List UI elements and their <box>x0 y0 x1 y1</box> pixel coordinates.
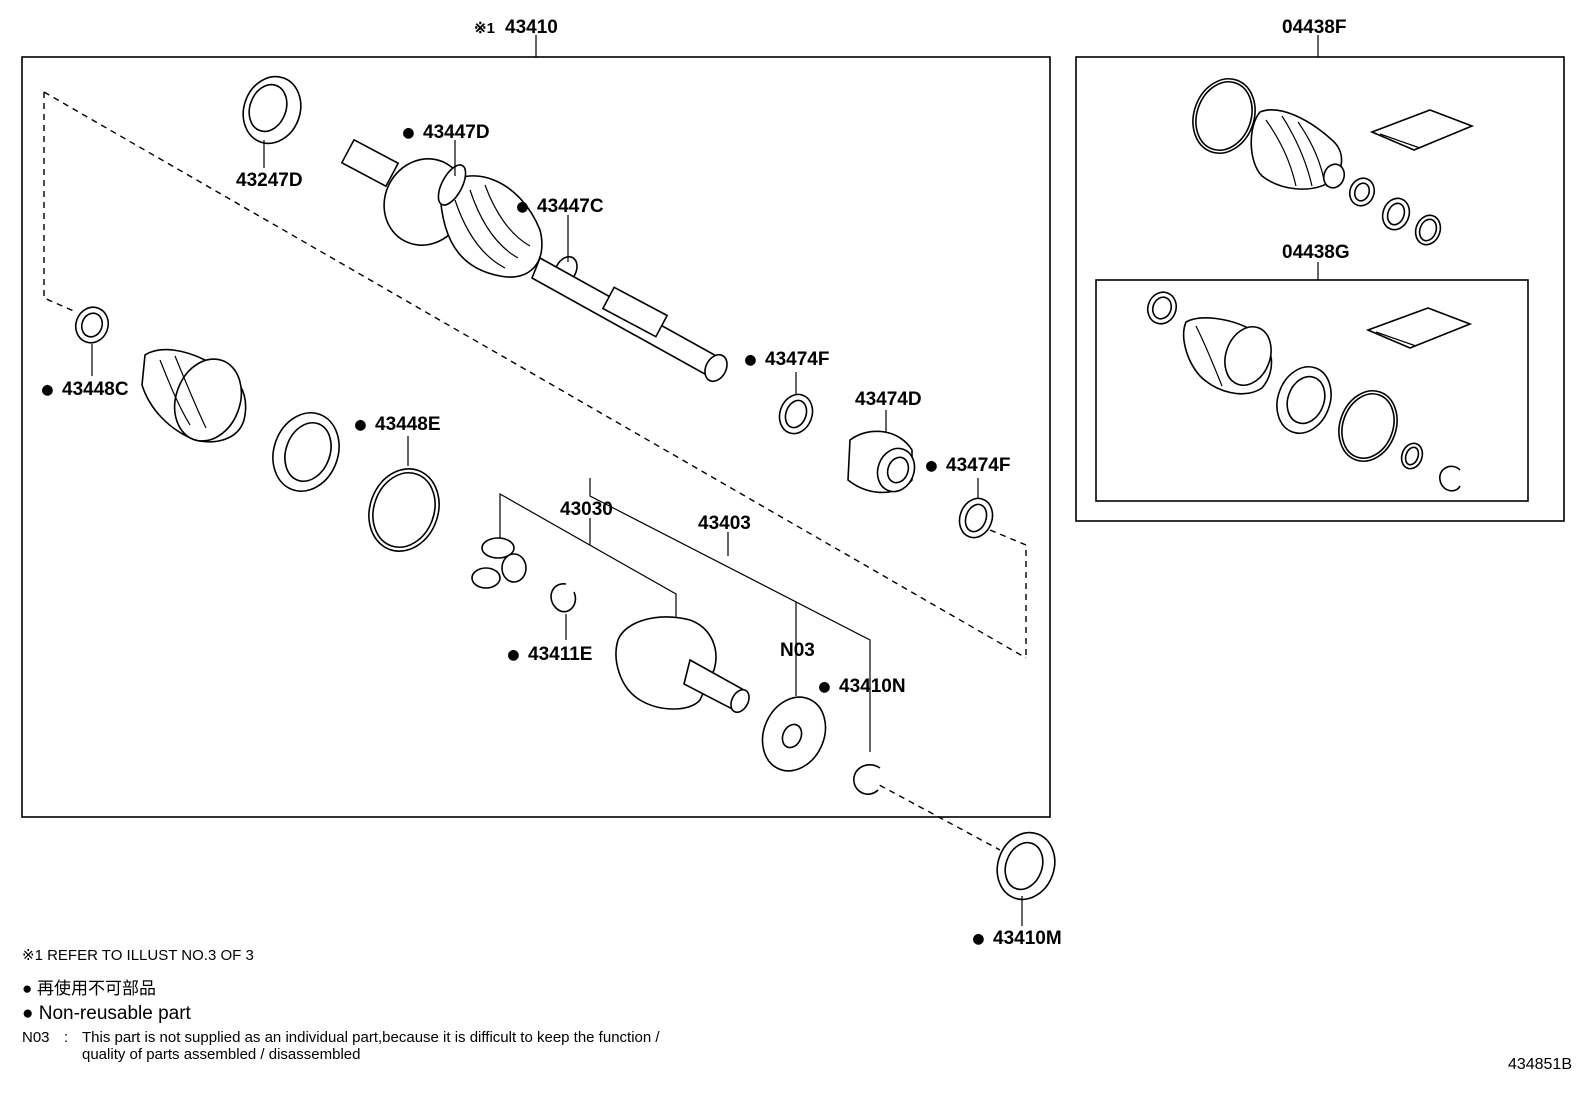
ref-mark: ※1 <box>474 20 495 37</box>
label-04438F[interactable]: 04438F <box>1282 17 1346 38</box>
kit-04438G-snap-ring-icon[interactable] <box>1398 440 1426 471</box>
label-43447D[interactable]: 43447D <box>423 122 490 143</box>
label-43030[interactable]: 43030 <box>560 499 613 520</box>
note-n03-line2: quality of parts assembled / disassemble… <box>82 1046 361 1063</box>
nonreusable-dot-43410M: ● <box>973 928 984 949</box>
nonreusable-dot-43411E: ● <box>508 644 519 665</box>
label-N03[interactable]: N03 <box>780 640 815 661</box>
snap-ring-43411E-icon[interactable] <box>550 583 577 613</box>
note-n03-line1: This part is not supplied as an individu… <box>82 1029 660 1046</box>
tripod-spider-icon[interactable] <box>471 537 527 589</box>
tripod-housing-ring-icon[interactable] <box>262 403 350 500</box>
kit-04438F-snap-ring-icon[interactable] <box>1412 212 1445 248</box>
nonreusable-dot-43447D: ● <box>403 122 414 143</box>
kit-04438F-grease-pack-icon[interactable] <box>1369 109 1475 151</box>
inner-boot-icon[interactable] <box>141 348 252 451</box>
assembly-dashed-outline <box>43 92 77 313</box>
snap-ring-43474F-b-icon[interactable] <box>954 494 998 543</box>
nonreusable-dot-43447C: ● <box>517 196 528 217</box>
kit-04438F-ring-icon[interactable] <box>1378 195 1413 234</box>
inner-joint-housing-icon[interactable] <box>615 616 753 715</box>
label-43403[interactable]: 43403 <box>698 513 751 534</box>
label-43410N[interactable]: 43410N <box>839 676 906 697</box>
kit-04438G-ring-icon[interactable] <box>1268 359 1340 441</box>
note-n03-sep: : <box>64 1029 69 1046</box>
illustration-code: 434851B <box>1507 1056 1572 1073</box>
label-43247D[interactable]: 43247D <box>236 170 303 191</box>
note-nonreusable-jp: ● 再使用不可部品 <box>22 979 156 998</box>
boot-kit-04438F-frame <box>1075 56 1565 522</box>
nonreusable-dot-43448E: ● <box>355 414 366 435</box>
bearing-43474D-icon[interactable] <box>847 430 920 497</box>
kit-04438F-band-icon[interactable] <box>1183 70 1265 162</box>
label-43474F-b[interactable]: 43474F <box>946 455 1010 476</box>
kit-04438G-band-icon[interactable] <box>1329 383 1406 470</box>
kit-04438F-small-clamp-icon[interactable] <box>1346 175 1378 210</box>
kit-04438F-boot-icon[interactable] <box>1250 109 1347 191</box>
note-nonreusable-en: ● Non-reusable part <box>22 1003 191 1024</box>
clamp-43448E-icon[interactable] <box>358 459 451 561</box>
note-n03-code: N03 <box>22 1029 50 1046</box>
label-43474D[interactable]: 43474D <box>855 389 922 410</box>
nonreusable-dot-43474F-b: ● <box>926 455 937 476</box>
nonreusable-dot-43410N: ● <box>819 676 830 697</box>
nonreusable-dot-43448C: ● <box>42 379 53 400</box>
kit-04438G-grease-pack-icon[interactable] <box>1365 307 1473 349</box>
dust-deflector-N03-icon[interactable] <box>751 687 837 781</box>
drive-shaft-outer-joint-icon[interactable] <box>340 138 732 385</box>
kit-04438G-boot-icon[interactable] <box>1182 317 1279 395</box>
note-ref: ※1 REFER TO ILLUST NO.3 OF 3 <box>22 947 254 964</box>
label-43474F-a[interactable]: 43474F <box>765 349 829 370</box>
boot-kit-04438G-frame <box>1095 279 1529 502</box>
seal-43247D-icon[interactable] <box>234 68 310 151</box>
nonreusable-dot-43474F-a: ● <box>745 349 756 370</box>
label-43448C[interactable]: 43448C <box>62 379 129 400</box>
label-43410M[interactable]: 43410M <box>993 928 1062 949</box>
label-43447C[interactable]: 43447C <box>537 196 604 217</box>
label-43411E[interactable]: 43411E <box>528 644 592 665</box>
label-04438G[interactable]: 04438G <box>1282 242 1350 263</box>
seal-43410M-icon[interactable] <box>988 824 1064 907</box>
label-43448E[interactable]: 43448E <box>375 414 441 435</box>
clamp-43448C-icon[interactable] <box>71 303 113 348</box>
kit-04438G-small-clamp-icon[interactable] <box>1143 288 1180 328</box>
snap-ring-43410N-icon[interactable] <box>853 764 881 795</box>
snap-ring-43474F-a-icon[interactable] <box>774 390 818 439</box>
label-43410[interactable]: 43410 <box>505 17 558 38</box>
kit-04438G-circlip-icon[interactable] <box>1439 465 1461 492</box>
